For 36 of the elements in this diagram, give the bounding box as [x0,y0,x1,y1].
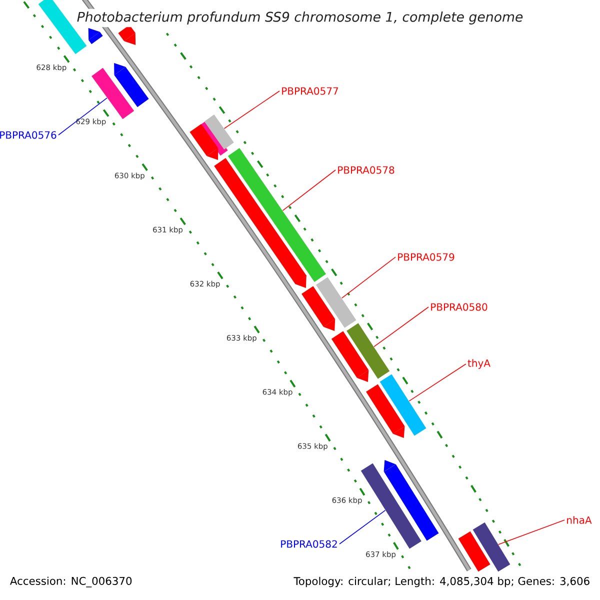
gene-feature [190,124,218,160]
accession-text: Accession: NC_006370 [10,576,132,588]
gene-label: PBPRA0579 [398,253,454,261]
gene-label: PBPRA0577 [282,87,338,95]
gene-bar [346,323,390,379]
gene-label: PBPRA0582 [281,540,337,548]
gene-label: PBPRA0578 [338,166,394,174]
gene-label: PBPRA0580 [431,303,488,311]
gene-feature [114,63,149,108]
gene-feature [331,331,369,382]
gene-feature [384,460,439,541]
gene-bar [228,148,326,282]
gene-feature [118,24,136,45]
gene-bar [380,374,426,436]
gene-bar [204,114,234,150]
gene-bar [458,531,490,572]
gene-feature [366,384,405,438]
gene-label: nhaA [567,516,592,524]
leader-line [58,98,108,136]
gene-bar [92,68,134,120]
gene-feature [88,28,103,44]
leader-line [498,520,565,545]
leader-line [282,170,336,211]
leader-line [408,364,466,402]
leader-line [339,510,386,544]
gene-label: thyA [468,359,490,369]
gene-bar [360,463,422,549]
leader-line [374,306,429,348]
gene-label: PBPRA0576 [0,131,56,139]
leader-line [342,256,396,298]
title: Photobacterium profundum SS9 chromosome 1, complete genome [74,8,526,28]
genome-info-text: Topology: circular; Length: 4,085,304 bp; Genes: 3,606 [294,576,590,588]
leader-line [224,90,280,129]
gene-feature [302,286,336,331]
gene-bar [316,277,356,328]
gene-bar [472,522,510,572]
